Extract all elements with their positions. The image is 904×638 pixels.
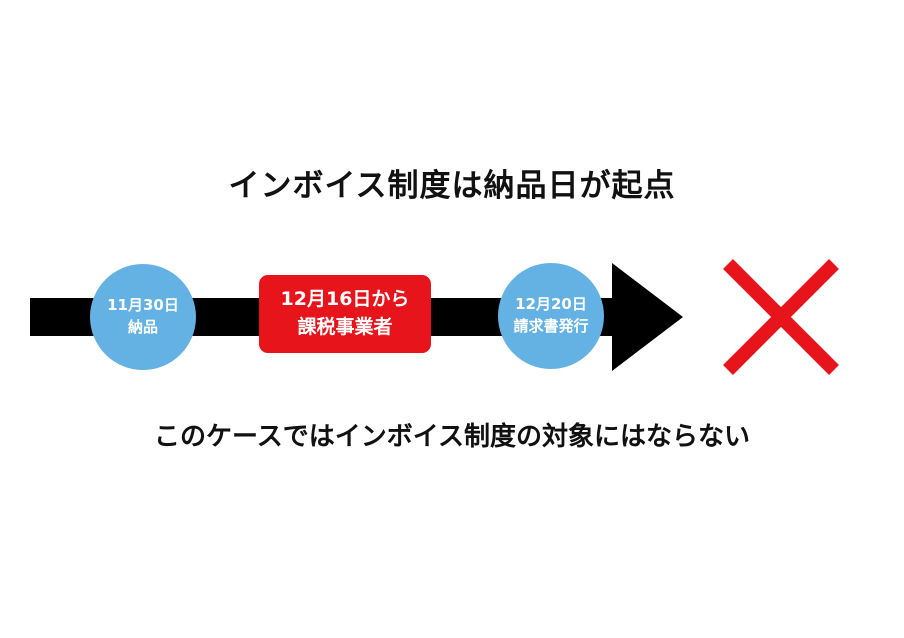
taxable-start-box: 12月16日から 課税事業者 (259, 275, 431, 353)
delivery-label: 納品 (127, 318, 158, 336)
taxable-start-date: 12月16日から (280, 288, 410, 311)
delivery-circle: 11月30日 納品 (90, 264, 196, 370)
delivery-date: 11月30日 (107, 296, 179, 315)
invoice-date: 12月20日 (515, 295, 587, 314)
invoice-circle: 12月20日 請求書発行 (498, 263, 604, 369)
invoice-label: 請求書発行 (513, 317, 589, 335)
page-title: インボイス制度は納品日が起点 (228, 168, 676, 204)
cross-mark-icon (723, 259, 839, 375)
timeline-arrow-head (612, 263, 683, 371)
taxable-start-label: 課税事業者 (297, 316, 393, 338)
caption-text: このケースではインボイス制度の対象にはならない (154, 422, 750, 452)
